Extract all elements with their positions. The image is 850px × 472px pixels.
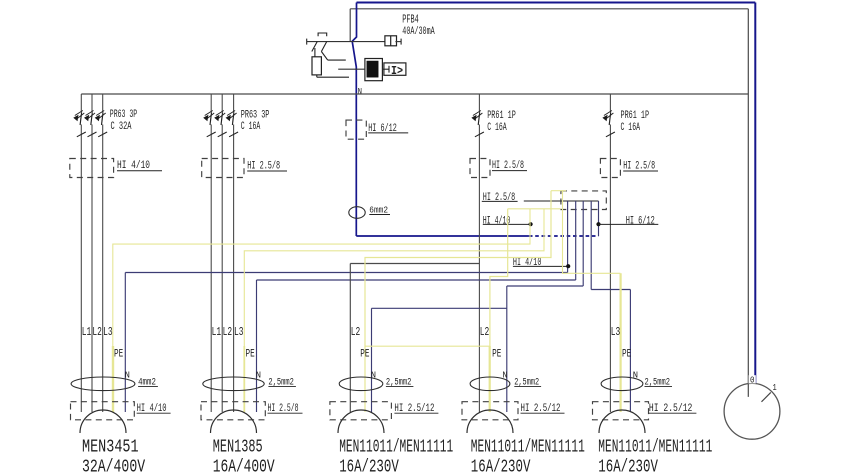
svg-text:L3: L3 bbox=[234, 326, 244, 339]
svg-text:N: N bbox=[633, 371, 638, 381]
svg-text:HI 4/10: HI 4/10 bbox=[513, 257, 542, 269]
svg-text:MEN1385: MEN1385 bbox=[213, 436, 263, 458]
svg-text:HI 2.5/12: HI 2.5/12 bbox=[394, 403, 434, 415]
svg-text:HI 6/12: HI 6/12 bbox=[368, 123, 397, 135]
svg-text:HI 2.5/8: HI 2.5/8 bbox=[483, 192, 515, 204]
svg-text:1: 1 bbox=[773, 382, 778, 393]
svg-text:L3: L3 bbox=[103, 326, 113, 339]
svg-text:N: N bbox=[502, 371, 507, 381]
svg-text:L2: L2 bbox=[223, 326, 233, 339]
svg-text:40A/30mA: 40A/30mA bbox=[402, 26, 435, 38]
svg-text:HI 2.5/8: HI 2.5/8 bbox=[247, 161, 280, 173]
svg-text:HI 2.5/12: HI 2.5/12 bbox=[521, 403, 561, 415]
svg-text:MEN11011/MEN11111: MEN11011/MEN11111 bbox=[339, 436, 453, 458]
svg-text:2,5mm2: 2,5mm2 bbox=[386, 377, 412, 388]
svg-text:PE: PE bbox=[246, 348, 255, 360]
svg-text:2,5mm2: 2,5mm2 bbox=[514, 377, 539, 388]
svg-text:HI 4/10: HI 4/10 bbox=[483, 215, 511, 227]
svg-text:HI 4/10: HI 4/10 bbox=[137, 403, 167, 415]
svg-text:HI 2.5/8: HI 2.5/8 bbox=[492, 160, 524, 172]
svg-text:L1: L1 bbox=[212, 326, 222, 339]
svg-text:MEN3451: MEN3451 bbox=[82, 436, 139, 458]
svg-text:PR61 1P: PR61 1P bbox=[487, 110, 516, 122]
svg-text:MEN11011/MEN11111: MEN11011/MEN11111 bbox=[598, 436, 712, 458]
svg-text:PE: PE bbox=[114, 348, 123, 360]
svg-text:C 32A: C 32A bbox=[111, 121, 132, 133]
svg-text:16A/400V: 16A/400V bbox=[213, 456, 275, 472]
svg-text:2,5mm2: 2,5mm2 bbox=[268, 377, 294, 388]
svg-text:C 16A: C 16A bbox=[487, 122, 507, 134]
svg-text:HI 4/10: HI 4/10 bbox=[117, 160, 150, 172]
svg-text:2,5mm2: 2,5mm2 bbox=[645, 377, 671, 388]
svg-text:PE: PE bbox=[492, 348, 501, 360]
svg-text:PFB4: PFB4 bbox=[402, 13, 419, 26]
svg-text:PR61 1P: PR61 1P bbox=[621, 110, 650, 122]
svg-text:HI 2.5/12: HI 2.5/12 bbox=[649, 403, 693, 415]
svg-text:PR63 3P: PR63 3P bbox=[110, 109, 137, 121]
svg-text:L1: L1 bbox=[82, 326, 92, 339]
svg-text:L2: L2 bbox=[480, 326, 490, 339]
svg-text:N: N bbox=[358, 86, 362, 97]
svg-text:C 16A: C 16A bbox=[621, 122, 641, 134]
svg-text:MEN11011/MEN11111: MEN11011/MEN11111 bbox=[471, 436, 585, 458]
svg-text:32A/400V: 32A/400V bbox=[82, 456, 146, 472]
svg-text:N: N bbox=[125, 371, 130, 381]
svg-text:I>: I> bbox=[391, 65, 403, 78]
svg-text:PR63 3P: PR63 3P bbox=[241, 110, 270, 122]
svg-text:16A/230V: 16A/230V bbox=[339, 456, 399, 472]
svg-text:L2: L2 bbox=[351, 326, 361, 339]
svg-text:N: N bbox=[371, 371, 376, 381]
svg-text:PE: PE bbox=[622, 348, 631, 360]
svg-text:C 16A: C 16A bbox=[241, 121, 261, 133]
svg-text:L2: L2 bbox=[92, 326, 102, 339]
svg-text:HI 6/12: HI 6/12 bbox=[626, 215, 655, 227]
svg-text:N: N bbox=[256, 371, 261, 381]
svg-text:HI 2.5/8: HI 2.5/8 bbox=[623, 161, 655, 173]
svg-text:PE: PE bbox=[360, 348, 369, 360]
svg-text:4mm2: 4mm2 bbox=[138, 377, 156, 388]
svg-text:16A/230V: 16A/230V bbox=[598, 456, 658, 472]
svg-text:L3: L3 bbox=[611, 326, 621, 339]
svg-text:6mm2: 6mm2 bbox=[369, 204, 388, 215]
svg-text:HI 2.5/8: HI 2.5/8 bbox=[268, 403, 299, 415]
svg-text:0: 0 bbox=[750, 375, 755, 386]
svg-text:16A/230V: 16A/230V bbox=[471, 456, 531, 472]
